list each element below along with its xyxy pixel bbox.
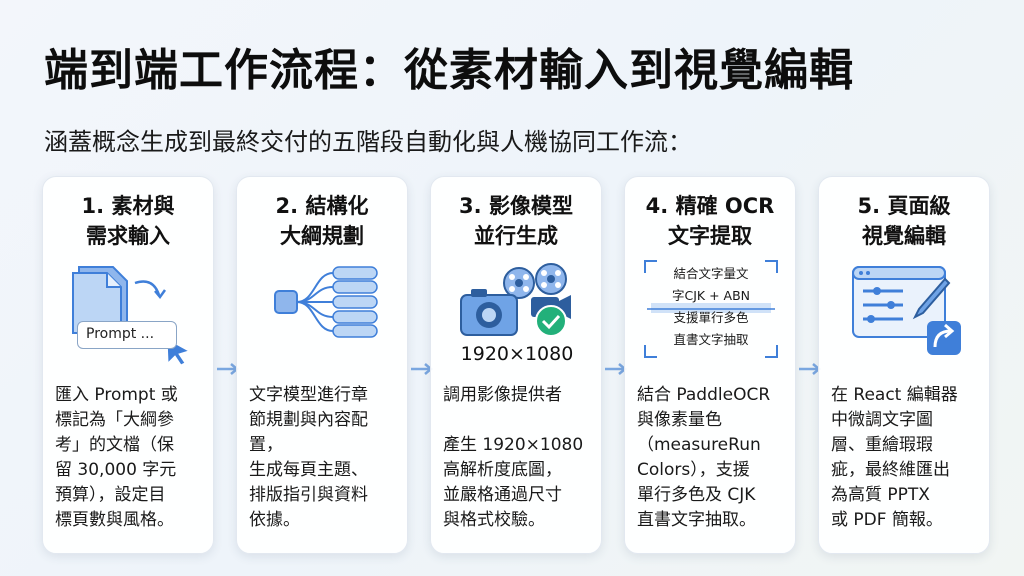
step-2-title: 2. 結構化 大綱規劃: [275, 194, 369, 248]
document-prompt-icon: Prompt ...: [51, 261, 207, 366]
page-title: 端到端工作流程：從素材輸入到視覺編輯: [44, 45, 854, 96]
step-2-description: 文字模型進行章 節規劃與內容配 置， 生成每頁主題、 排版指引與資料 依據。: [249, 385, 368, 530]
outline-tree-icon: [245, 261, 401, 365]
ocr-sample-text: 結合文字量文 字CJK + ABN 支援單行多色 直書文字抽取: [671, 266, 750, 347]
step-card-1: 1. 素材與 需求輸入 Prompt ... 匯入 Prompt 或 標記為「大…: [42, 176, 214, 554]
ocr-scan-icon: 結合文字量文 字CJK + ABN 支援單行多色 直書文字抽取: [633, 260, 789, 365]
step-card-4: 4. 精確 OCR 文字提取 結合文字量文 字CJK + ABN 支援單行多色 …: [624, 176, 796, 554]
prompt-input-chip: Prompt ...: [77, 321, 177, 349]
resolution-label: 1920×1080: [460, 343, 574, 365]
editor-export-icon: [827, 261, 983, 365]
step-card-2: 2. 結構化 大綱規劃 文字模型進行章 節規劃與內容配 置， 生成每頁主題、 排…: [236, 176, 408, 554]
step-1-description: 匯入 Prompt 或 標記為「大綱參 考」的文檔（保 留 30,000 字元 …: [55, 385, 178, 530]
step-4-title: 4. 精確 OCR 文字提取: [645, 194, 775, 248]
step-3-title: 3. 影像模型 並行生成: [459, 194, 573, 248]
step-card-5: 5. 頁面級 視覺編輯 在 React 編輯器 中微調文字圖 層、重繪瑕瑕 疵，…: [818, 176, 990, 554]
camera-film-icon: 1920×1080: [439, 261, 595, 365]
step-1-title: 1. 素材與 需求輸入: [81, 194, 175, 248]
step-card-3: 3. 影像模型 並行生成 1920×1080 調用影像提供者 產生 1920×1…: [430, 176, 602, 554]
step-3-description: 調用影像提供者 產生 1920×1080 高解析度底圖， 並嚴格通過尺寸 與格式…: [443, 385, 584, 530]
page-subtitle: 涵蓋概念生成到最終交付的五階段自動化與人機協同工作流：: [44, 128, 692, 156]
step-5-title: 5. 頁面級 視覺編輯: [857, 194, 951, 248]
step-4-description: 結合 PaddleOCR 與像素量色 （measureRun Colors），支…: [637, 385, 771, 530]
step-5-description: 在 React 編輯器 中微調文字圖 層、重繪瑕瑕 疵，最終維匯出 為高質 PP…: [831, 385, 958, 530]
